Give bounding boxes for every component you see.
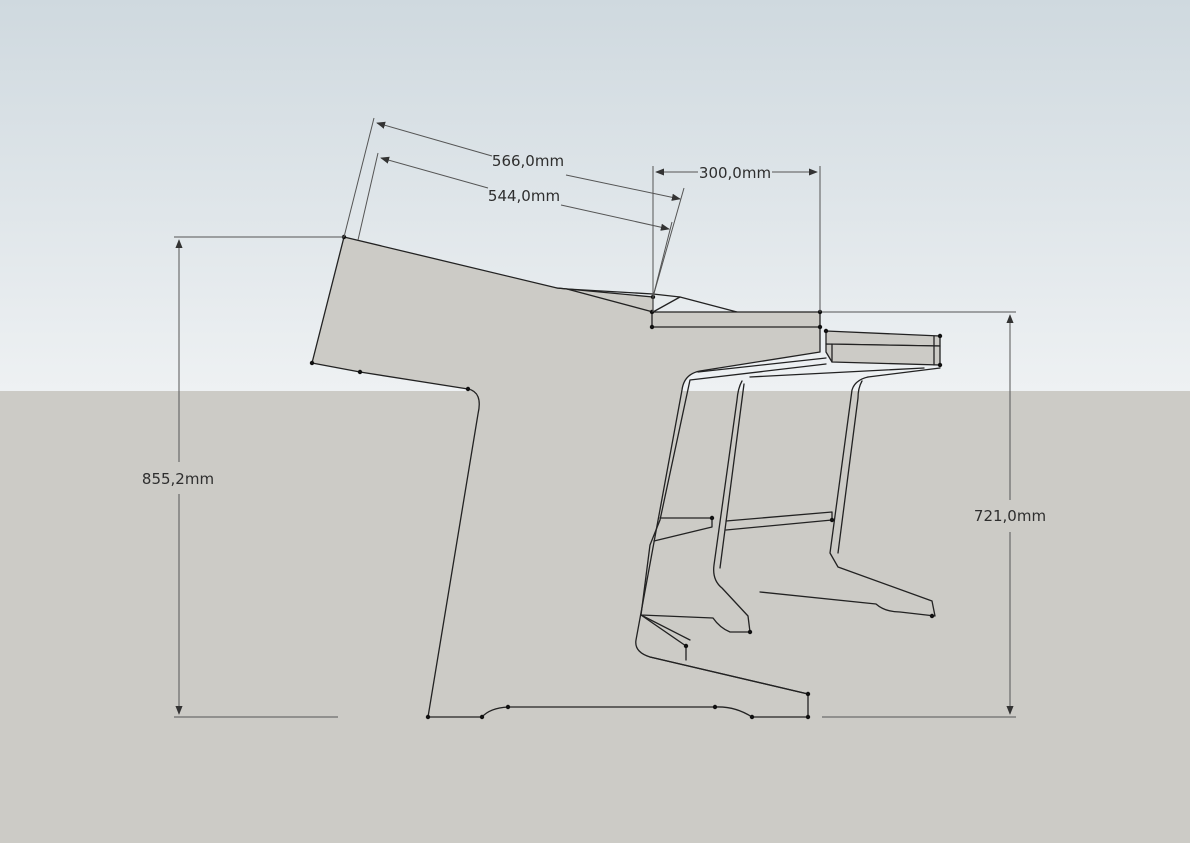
dimension-shelf-depth[interactable]: 300,0mm bbox=[652, 164, 821, 312]
dimension-slope-inner[interactable]: 544,0mm bbox=[357, 152, 673, 298]
dimension-shelf-height[interactable]: 721,0mm bbox=[822, 311, 1046, 718]
crossbar-lower bbox=[653, 511, 833, 542]
rear-shelf-lower bbox=[825, 343, 941, 366]
rear-shelf-front bbox=[831, 335, 935, 366]
shelf-depth-label: 300,0mm bbox=[699, 164, 771, 182]
desk-side-panel bbox=[311, 236, 821, 718]
slope-outer-label: 566,0mm bbox=[492, 152, 564, 170]
dimension-overall-height[interactable]: 855,2mm bbox=[142, 236, 344, 718]
leg-frame-2 bbox=[640, 357, 827, 661]
overall-height-label: 855,2mm bbox=[142, 470, 214, 488]
monitor-shelf bbox=[651, 311, 821, 328]
slope-inner-label: 544,0mm bbox=[488, 187, 560, 205]
foot-rail bbox=[640, 614, 809, 695]
desk-model[interactable] bbox=[309, 234, 943, 720]
leg-frame-3-inner bbox=[837, 367, 941, 554]
dimension-slope-outer[interactable]: 566,0mm bbox=[343, 117, 685, 298]
shelf-height-label: 721,0mm bbox=[974, 507, 1046, 525]
leg-frame-3 bbox=[713, 367, 936, 633]
desk-top-lip bbox=[566, 288, 681, 313]
